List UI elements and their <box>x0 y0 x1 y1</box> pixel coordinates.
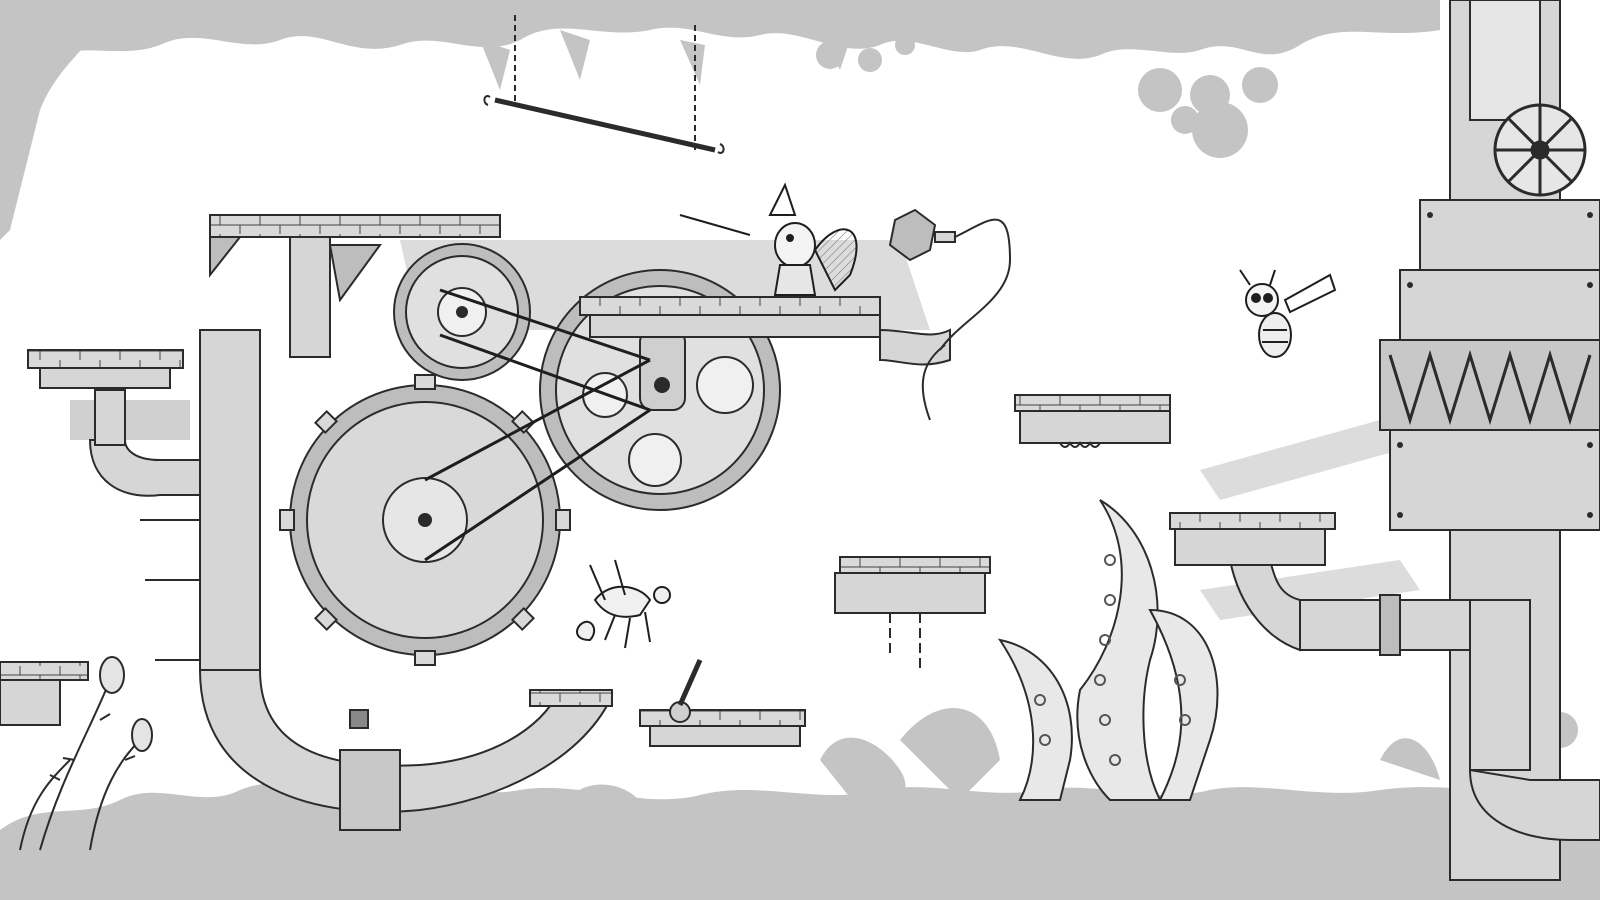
bug-enemy <box>576 559 671 649</box>
bee-enemy <box>1239 269 1337 358</box>
large-gear-bottom-left <box>279 374 571 666</box>
valve-wheel <box>1493 103 1587 197</box>
floating-platform-center <box>1014 394 1171 448</box>
floating-platform-edge <box>0 661 89 726</box>
raccoon-swordsman-character <box>679 182 858 296</box>
floating-platform-top-left <box>209 214 501 358</box>
pipe-end-platform <box>529 689 613 707</box>
horizontal-pipe-right <box>1228 559 1471 656</box>
tentacle-monster <box>997 499 1219 801</box>
drive-belt <box>424 288 651 562</box>
floating-platform-lever <box>639 658 806 747</box>
floating-platform-left <box>27 349 184 389</box>
robot-claw <box>888 208 1012 421</box>
hanging-swing-bar <box>483 15 725 154</box>
large-gear-top <box>393 243 531 381</box>
tower-rivets <box>1397 212 1593 518</box>
thorny-plant <box>19 656 153 851</box>
hanging-chains <box>889 613 921 668</box>
thorns <box>140 519 200 661</box>
floating-platform-chain <box>834 556 991 668</box>
gear-teeth-bottom <box>279 374 571 666</box>
floating-platform-right <box>1169 512 1336 566</box>
bent-pipe <box>88 329 612 831</box>
tentacle-suckers <box>1034 554 1191 766</box>
